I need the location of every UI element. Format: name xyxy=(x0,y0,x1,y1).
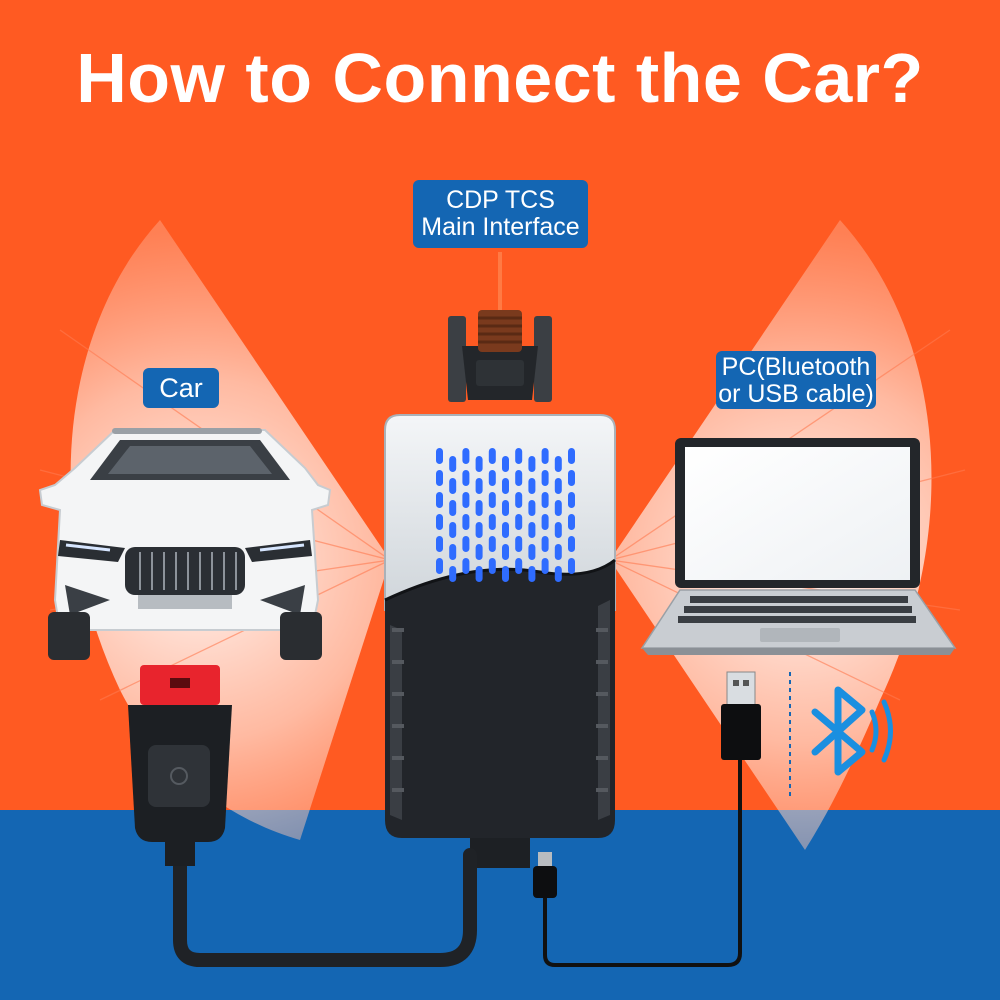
led-slot xyxy=(475,500,483,516)
led-slot xyxy=(568,470,575,486)
led-slot xyxy=(475,456,483,472)
led-slot xyxy=(515,470,523,486)
led-slot xyxy=(449,522,457,538)
page-title: How to Connect the Car? xyxy=(76,39,924,117)
led-slot xyxy=(554,522,562,538)
car-label-text: Car xyxy=(159,373,203,403)
led-slot xyxy=(436,514,443,530)
pc-label-line2: or USB cable) xyxy=(718,380,874,408)
bluetooth-icon xyxy=(811,686,893,776)
led-slot xyxy=(554,456,562,472)
led-slot xyxy=(528,544,536,560)
obd-connector-icon xyxy=(128,665,232,866)
laptop-icon xyxy=(640,438,957,655)
led-slot xyxy=(436,558,443,574)
main-interface-label: CDP TCS Main Interface xyxy=(413,180,588,248)
led-slot xyxy=(488,558,496,574)
led-slot xyxy=(462,448,470,464)
led-slot xyxy=(449,566,457,582)
led-slot xyxy=(462,558,470,574)
led-slot xyxy=(475,522,483,538)
led-slot xyxy=(515,536,523,552)
led-slot xyxy=(462,492,470,508)
led-slot xyxy=(502,456,509,472)
led-slot xyxy=(488,470,496,486)
led-slot xyxy=(449,500,457,516)
db-connector-icon xyxy=(448,310,552,402)
led-slot xyxy=(436,536,443,552)
led-slot xyxy=(541,536,549,552)
led-slot xyxy=(488,448,496,464)
led-slot xyxy=(502,544,509,560)
led-slot xyxy=(528,456,536,472)
led-grid xyxy=(436,448,575,582)
led-slot xyxy=(541,514,549,530)
led-slot xyxy=(449,478,457,494)
led-slot xyxy=(568,492,575,508)
diagnostic-interface-icon xyxy=(384,414,616,868)
led-slot xyxy=(449,456,457,472)
led-slot xyxy=(515,558,523,574)
led-slot xyxy=(541,470,549,486)
led-slot xyxy=(488,536,496,552)
led-slot xyxy=(554,478,562,494)
led-slot xyxy=(568,448,575,464)
car-icon xyxy=(38,428,332,660)
led-slot xyxy=(515,514,523,530)
led-slot xyxy=(502,522,509,538)
usb-c-plug-icon xyxy=(533,852,557,898)
led-slot xyxy=(475,478,483,494)
led-slot xyxy=(488,492,496,508)
led-slot xyxy=(554,500,562,516)
led-slot xyxy=(475,544,483,560)
led-slot xyxy=(541,558,549,574)
led-slot xyxy=(568,558,575,574)
car-label: Car xyxy=(143,368,219,408)
led-slot xyxy=(436,470,443,486)
led-slot xyxy=(541,448,549,464)
led-slot xyxy=(568,536,575,552)
led-slot xyxy=(462,536,470,552)
led-slot xyxy=(528,566,536,582)
usb-cable xyxy=(543,760,742,967)
led-slot xyxy=(462,514,470,530)
led-slot xyxy=(528,522,536,538)
led-slot xyxy=(528,478,536,494)
led-slot xyxy=(436,492,443,508)
led-slot xyxy=(528,500,536,516)
led-slot xyxy=(554,566,562,582)
main-interface-label-line2: Main Interface xyxy=(421,213,580,241)
led-slot xyxy=(502,500,509,516)
led-slot xyxy=(436,448,443,464)
led-slot xyxy=(449,544,457,560)
pc-label: PC(Bluetooth or USB cable) xyxy=(716,351,876,409)
led-slot xyxy=(502,566,509,582)
led-slot xyxy=(515,448,523,464)
obd-cable xyxy=(173,848,477,967)
pc-label-line1: PC(Bluetooth xyxy=(721,353,871,381)
main-interface-label-line1: CDP TCS xyxy=(446,186,555,214)
led-slot xyxy=(488,514,496,530)
usb-plug-icon xyxy=(721,671,761,760)
led-slot xyxy=(554,544,562,560)
led-slot xyxy=(462,470,470,486)
led-slot xyxy=(541,492,549,508)
led-slot xyxy=(515,492,523,508)
led-slot xyxy=(568,514,575,530)
led-slot xyxy=(502,478,509,494)
led-slot xyxy=(475,566,483,582)
